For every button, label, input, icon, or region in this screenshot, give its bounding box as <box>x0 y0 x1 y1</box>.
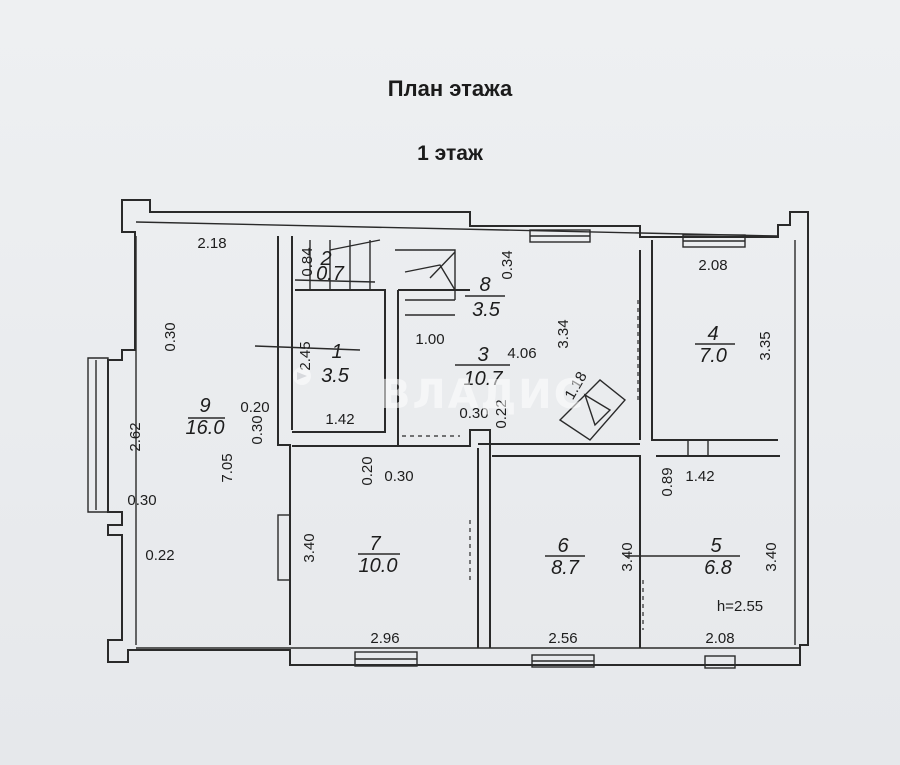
room-3-area: 10.7 <box>464 368 504 390</box>
floor-title: 1 этаж <box>417 142 483 165</box>
dim-3-40-b: 3.40 <box>619 542 636 571</box>
room-6-number: 6 <box>557 535 569 557</box>
dim-2-96: 2.96 <box>370 630 399 647</box>
watermark-text: ВЛАДИС <box>380 372 585 418</box>
dim-2-62: 2.62 <box>127 422 144 451</box>
room-labels: 9 16.0 1 3.5 2 0.7 8 3.5 3 10.7 4 7.0 7 … <box>186 248 740 579</box>
dim-0-84: 0.84 <box>299 247 316 276</box>
interior-walls <box>277 236 780 648</box>
room-5-number: 5 <box>710 535 722 557</box>
room-2-area: 0.7 <box>316 263 345 285</box>
dim-0-30-e: 0.30 <box>127 492 156 509</box>
dim-3-35: 3.35 <box>757 331 774 360</box>
room-7-number: 7 <box>369 533 381 555</box>
dim-2-18: 2.18 <box>197 235 226 252</box>
room-4-number: 4 <box>707 323 718 345</box>
dim-3-40-c: 3.40 <box>763 542 780 571</box>
room-4-area: 7.0 <box>699 345 727 367</box>
dim-1-42-b: 1.42 <box>685 468 714 485</box>
fireplace-symbol <box>558 379 627 441</box>
dim-0-30-c: 0.30 <box>459 405 488 422</box>
dim-0-30-left: 0.30 <box>162 322 179 351</box>
dim-4-06: 4.06 <box>507 345 536 362</box>
room-2-number: 2 <box>319 248 331 270</box>
room-8-number: 8 <box>479 274 490 296</box>
dim-2-08-bottom: 2.08 <box>705 630 734 647</box>
room-5-area: 6.8 <box>704 557 732 579</box>
dim-2-08-top: 2.08 <box>698 257 727 274</box>
dim-0-20-b: 0.20 <box>359 456 376 485</box>
dim-0-20-a: 0.20 <box>240 399 269 416</box>
room-1-area: 3.5 <box>321 365 350 387</box>
room-9-area: 16.0 <box>186 417 225 439</box>
room-8-area: 3.5 <box>472 299 501 321</box>
dim-0-89: 0.89 <box>659 467 676 496</box>
plan-title: План этажа <box>387 76 513 101</box>
watermark: ВЛАДИС <box>293 367 585 418</box>
dim-0-22-a: 0.22 <box>493 399 510 428</box>
height-label: h=2.55 <box>717 598 763 615</box>
outer-walls <box>87 199 809 666</box>
dim-7-05: 7.05 <box>219 453 236 482</box>
dim-0-30-b: 0.30 <box>249 415 266 444</box>
windows <box>277 229 746 669</box>
room-1-number: 1 <box>331 341 342 363</box>
room-3-number: 3 <box>477 344 488 366</box>
dim-0-34: 0.34 <box>499 250 516 279</box>
dim-1-00: 1.00 <box>415 331 444 348</box>
dim-3-40-a: 3.40 <box>301 533 318 562</box>
dim-3-34: 3.34 <box>555 319 572 348</box>
staircase <box>294 239 456 316</box>
dim-2-56: 2.56 <box>548 630 577 647</box>
dim-0-22-b: 0.22 <box>145 547 174 564</box>
room-7-area: 10.0 <box>359 555 398 577</box>
dim-0-30-d: 0.30 <box>384 468 413 485</box>
dim-2-45: 2.45 <box>297 341 314 370</box>
room-9-number: 9 <box>199 395 210 417</box>
room-6-area: 8.7 <box>551 557 580 579</box>
dim-1-42-a: 1.42 <box>325 411 354 428</box>
